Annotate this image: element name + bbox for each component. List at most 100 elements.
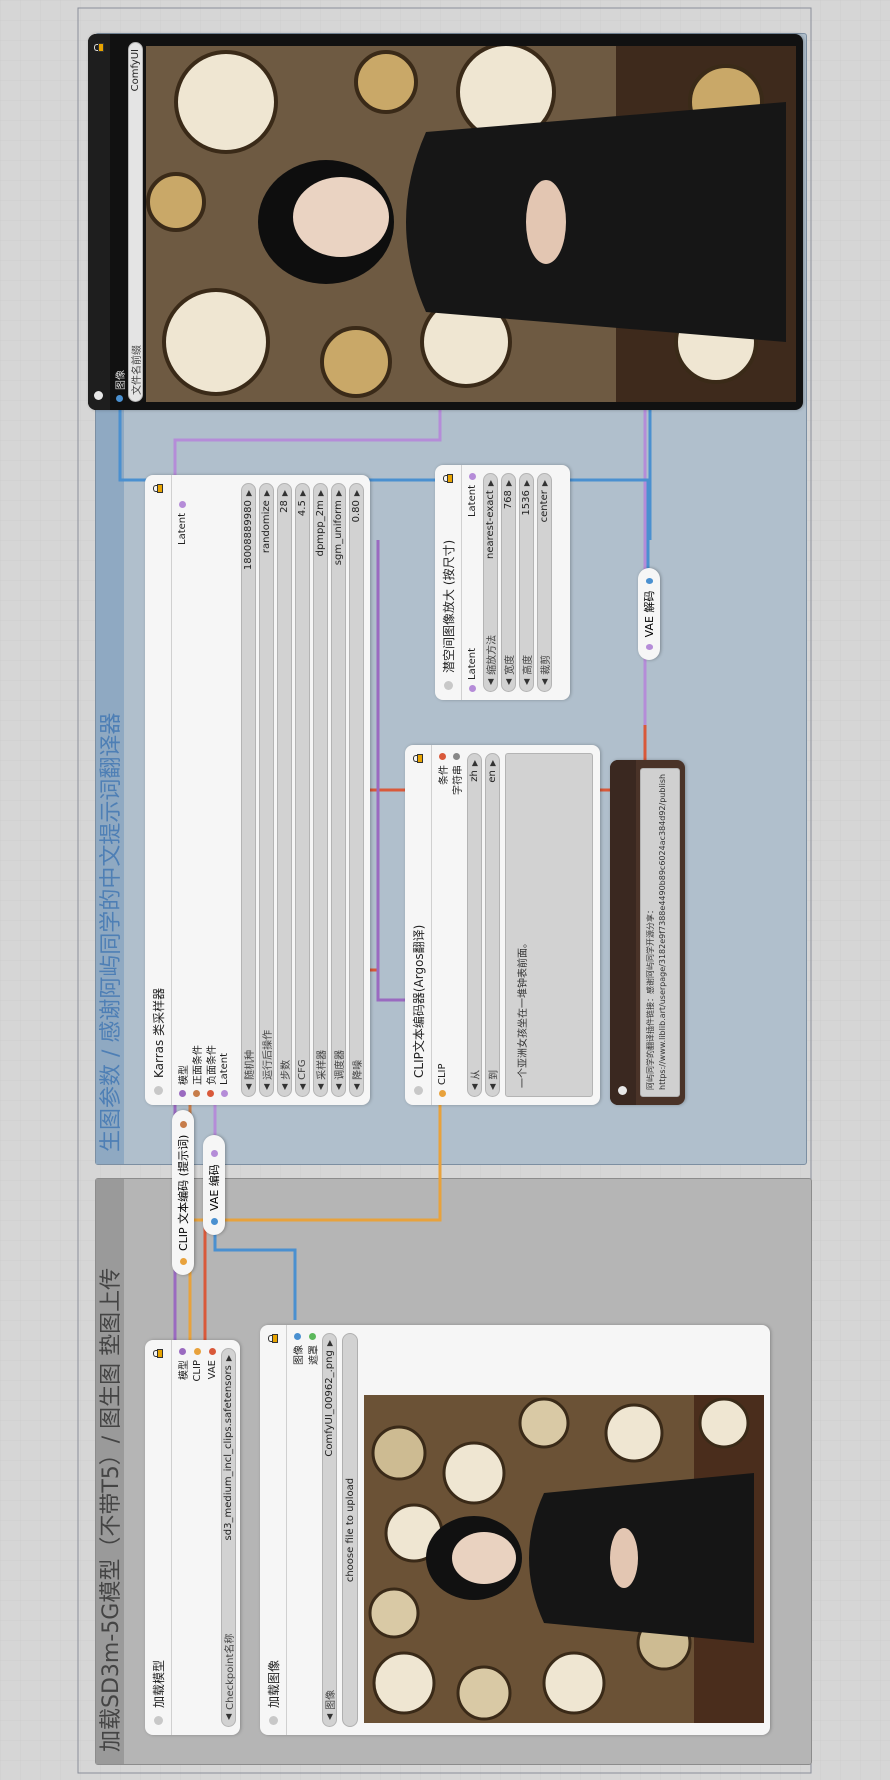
- arrow-right-icon[interactable]: ▶: [540, 480, 549, 487]
- prompt-textarea[interactable]: 一个亚洲女孩坐在一堆钟表前面。: [505, 753, 593, 1097]
- port-dot[interactable]: [438, 753, 446, 760]
- arrow-left-icon[interactable]: ◀: [486, 678, 495, 685]
- lock-icon[interactable]: [413, 754, 423, 763]
- port-dot[interactable]: [208, 1348, 216, 1355]
- port-dot[interactable]: [468, 685, 476, 692]
- node-header[interactable]: 潜空间图像放大 (按尺寸): [435, 465, 462, 700]
- image-select[interactable]: ◀ 图像 ComfyUI_00962_.png ▶: [322, 1333, 337, 1727]
- lock-icon[interactable]: [94, 43, 104, 52]
- port-dot[interactable]: [193, 1348, 201, 1355]
- filename-prefix-input[interactable]: 文件名前缀 ComfyUI: [128, 42, 143, 402]
- node-header[interactable]: CLIP文本编码器(Argos翻译): [405, 745, 432, 1105]
- arrow-right-icon[interactable]: ▶: [352, 490, 361, 497]
- collapse-dot-icon[interactable]: [94, 391, 103, 400]
- output-mask[interactable]: 遮罩: [305, 1333, 320, 1365]
- arrow-right-icon[interactable]: ▶: [224, 1355, 233, 1362]
- translate-to-select[interactable]: ◀ 到 en ▶: [485, 753, 500, 1097]
- port-dot[interactable]: [645, 644, 653, 650]
- vae-decode-node[interactable]: VAE 解码: [638, 568, 660, 660]
- output-conditioning[interactable]: 条件: [435, 753, 450, 785]
- node-header[interactable]: [88, 34, 110, 410]
- arrow-right-icon[interactable]: ▶: [488, 760, 497, 767]
- arrow-left-icon[interactable]: ◀: [522, 678, 531, 685]
- input-latent[interactable]: Latent: [465, 648, 479, 692]
- arrow-left-icon[interactable]: ◀: [334, 1083, 343, 1090]
- input-positive[interactable]: 正面条件: [189, 1045, 204, 1097]
- input-image[interactable]: 图像: [112, 370, 127, 402]
- arrow-right-icon[interactable]: ▶: [522, 480, 531, 487]
- arrow-left-icon[interactable]: ◀: [325, 1713, 334, 1720]
- save-image-node[interactable]: 图像 文件名前缀 ComfyUI: [88, 34, 803, 410]
- arrow-left-icon[interactable]: ◀: [298, 1083, 307, 1090]
- arrow-left-icon[interactable]: ◀: [316, 1083, 325, 1090]
- arrow-left-icon[interactable]: ◀: [352, 1083, 361, 1090]
- collapse-dot-icon[interactable]: [413, 1086, 423, 1095]
- port-dot[interactable]: [452, 753, 460, 760]
- arrow-left-icon[interactable]: ◀: [224, 1713, 233, 1720]
- arrow-left-icon[interactable]: ◀: [280, 1083, 289, 1090]
- karras-sampler-node[interactable]: Karras 类采样器 模型 正面条件 负面条件 Latent Latent ◀…: [145, 475, 370, 1105]
- port-dot[interactable]: [438, 1090, 446, 1097]
- arrow-left-icon[interactable]: ◀: [262, 1083, 271, 1090]
- arrow-left-icon[interactable]: ◀: [470, 1083, 479, 1090]
- arrow-right-icon[interactable]: ▶: [244, 490, 253, 497]
- checkpoint-name-select[interactable]: ◀ Checkpoint名称 sd3_medium_incl_clips.saf…: [221, 1348, 236, 1727]
- output-clip[interactable]: CLIP: [190, 1348, 204, 1382]
- port-dot[interactable]: [192, 1090, 200, 1097]
- lock-icon[interactable]: [443, 474, 453, 483]
- port-dot[interactable]: [179, 1120, 187, 1128]
- output-latent[interactable]: Latent: [465, 473, 479, 517]
- collapse-dot-icon[interactable]: [153, 1086, 163, 1095]
- lock-icon[interactable]: [268, 1334, 278, 1343]
- collapse-dot-icon[interactable]: [443, 681, 453, 690]
- arrow-left-icon[interactable]: ◀: [540, 678, 549, 685]
- input-negative[interactable]: 负面条件: [203, 1045, 218, 1097]
- arrow-right-icon[interactable]: ▶: [298, 490, 307, 497]
- node-header[interactable]: Karras 类采样器: [145, 475, 172, 1105]
- arrow-right-icon[interactable]: ▶: [470, 760, 479, 767]
- arrow-left-icon[interactable]: ◀: [488, 1083, 497, 1090]
- arrow-right-icon[interactable]: ▶: [486, 480, 495, 487]
- node-header[interactable]: 加载模型: [145, 1340, 172, 1735]
- note-node[interactable]: 阿屿同学的翻译插件链接：感谢阿屿同学开源分享： https://www.libl…: [610, 760, 685, 1105]
- arrow-right-icon[interactable]: ▶: [262, 490, 271, 497]
- load-image-node[interactable]: 加载图像 图像 遮罩 ◀ 图像 ComfyUI_00962_.png ▶ cho…: [260, 1325, 770, 1735]
- arrow-left-icon[interactable]: ◀: [244, 1083, 253, 1090]
- vae-encode-node[interactable]: VAE 编码: [203, 1135, 225, 1235]
- input-latent[interactable]: Latent: [217, 1053, 231, 1097]
- port-dot[interactable]: [468, 473, 476, 480]
- arrow-right-icon[interactable]: ▶: [316, 490, 325, 497]
- output-vae[interactable]: VAE: [205, 1348, 219, 1379]
- output-model[interactable]: 模型: [175, 1348, 190, 1380]
- arrow-right-icon[interactable]: ▶: [280, 490, 289, 497]
- arrow-right-icon[interactable]: ▶: [504, 480, 513, 487]
- input-model[interactable]: 模型: [175, 1065, 190, 1097]
- port-dot[interactable]: [210, 1218, 218, 1225]
- note-header[interactable]: [610, 760, 636, 1105]
- port-dot[interactable]: [179, 1258, 187, 1265]
- port-dot[interactable]: [220, 1090, 228, 1097]
- node-header[interactable]: 加载图像: [260, 1325, 287, 1735]
- clip-text-encode-node[interactable]: CLIP 文本编码 (提示词): [172, 1110, 194, 1275]
- collapse-dot-icon[interactable]: [153, 1716, 163, 1725]
- output-string[interactable]: 字符串: [449, 753, 464, 795]
- choose-file-button[interactable]: choose file to upload: [342, 1333, 358, 1727]
- port-dot[interactable]: [293, 1333, 301, 1340]
- arrow-right-icon[interactable]: ▶: [334, 490, 343, 497]
- input-clip[interactable]: CLIP: [435, 1063, 449, 1097]
- lock-icon[interactable]: [153, 484, 163, 493]
- load-checkpoint-node[interactable]: 加载模型 模型 CLIP VAE ◀ Checkpoint名称 sd3_medi…: [145, 1340, 240, 1735]
- translate-from-select[interactable]: ◀ 从 zh ▶: [467, 753, 482, 1097]
- port-dot[interactable]: [206, 1090, 214, 1097]
